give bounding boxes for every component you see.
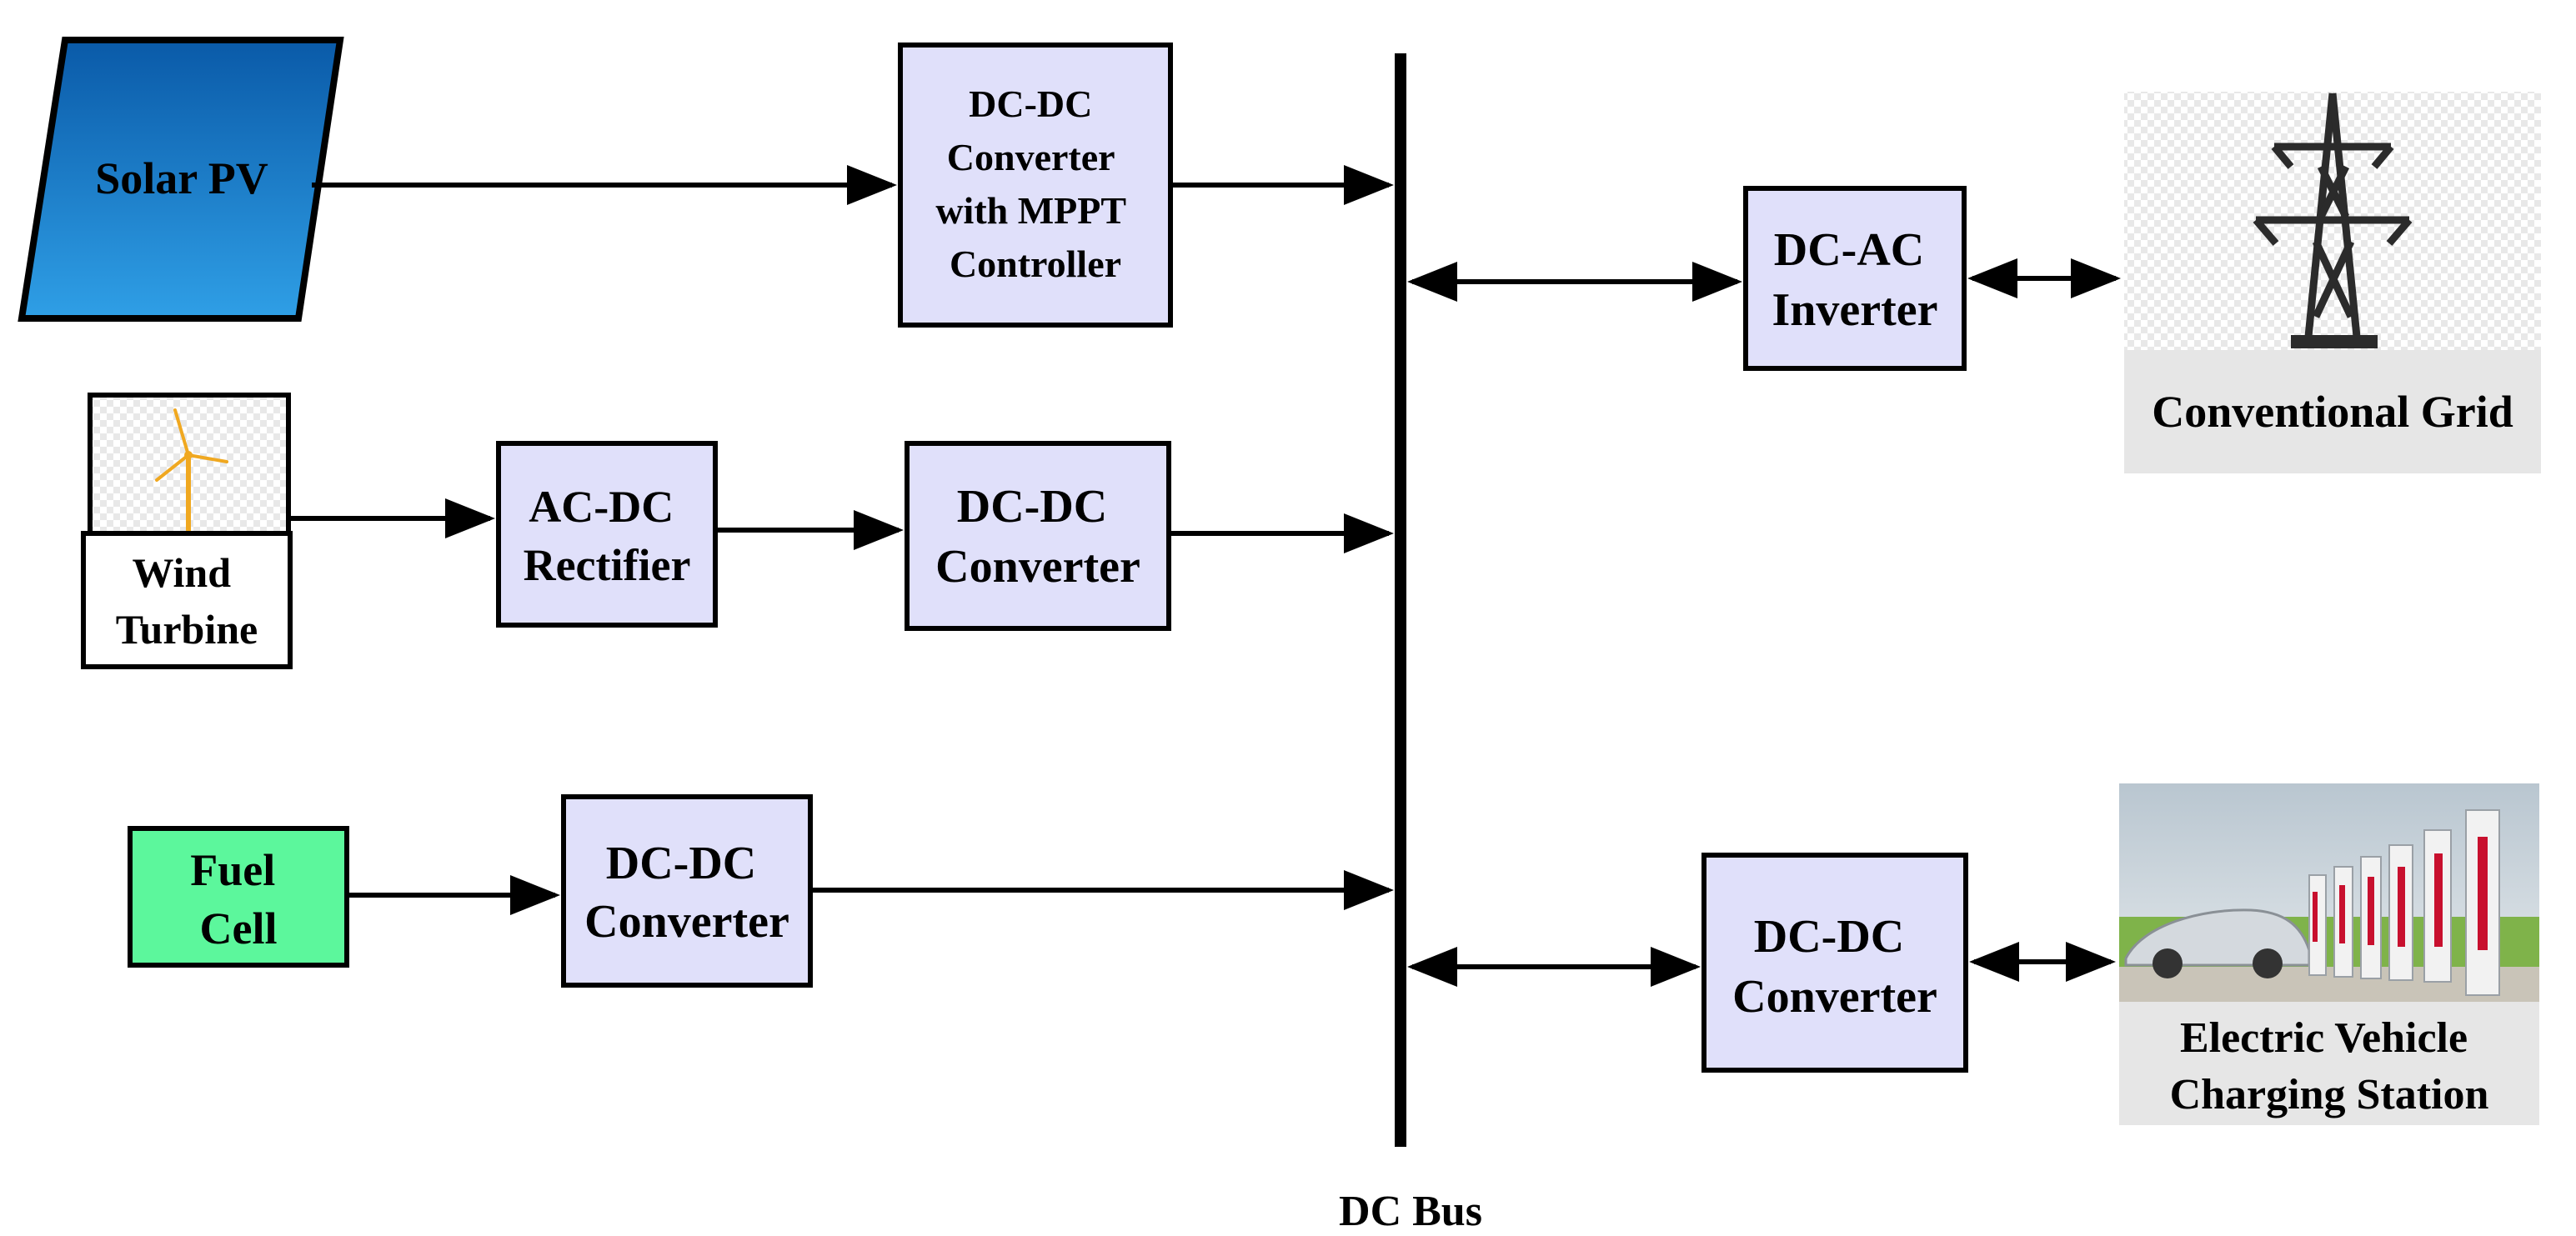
fuel-cell-source: Fuel Cell (128, 826, 349, 968)
wind-turbine-icon (155, 408, 228, 533)
solar-pv-label: Solar PV (95, 153, 268, 203)
ev-dc-dc-converter-block: DC-DC Converter (1701, 853, 1968, 1073)
solar-converter-line-3: with MPPT (935, 189, 1125, 232)
rectifier-line-1: AC-DC (529, 482, 674, 532)
wind-turbine-source: Wind Turbine (81, 393, 293, 669)
transmission-tower-icon (2253, 93, 2413, 348)
fuel-dc-dc-converter-block: DC-DC Converter (561, 794, 813, 988)
wind-converter-line-2: Converter (935, 541, 1140, 593)
svg-text:DC-DC Converter: DC-DC Converter (584, 838, 789, 948)
ac-dc-rectifier-block: AC-DC Rectifier (496, 441, 718, 628)
svg-text:Fuel Cell: Fuel Cell (190, 845, 287, 953)
svg-text:AC-DC Rectifier: AC-DC Rectifier (524, 482, 691, 590)
ev-station-label-2: Charging Station (2170, 1071, 2489, 1118)
svg-text:Electric Vehicle Chargin: Electric Vehicle Charging Station (2170, 1014, 2489, 1118)
wind-converter-line-1: DC-DC (957, 481, 1107, 533)
rectifier-line-2: Rectifier (524, 540, 691, 590)
fuel-cell-label-2: Cell (200, 903, 278, 953)
ev-charging-station-load: Electric Vehicle Charging Station (2119, 783, 2539, 1125)
svg-text:DC-DC Converter wi: DC-DC Converter with MPPT Controller (935, 83, 1135, 285)
ev-converter-line-2: Converter (1732, 971, 1937, 1023)
svg-text:DC-DC Converter: DC-DC Converter (935, 481, 1140, 593)
ev-charging-station-icon (2119, 783, 2539, 1002)
svg-text:DC-AC Inverter: DC-AC Inverter (1772, 224, 1937, 336)
wind-dc-dc-converter-block: DC-DC Converter (905, 441, 1171, 631)
fuel-converter-line-1: DC-DC (606, 838, 756, 889)
svg-text:Wind Turbine: Wind Turbine (116, 549, 258, 653)
solar-pv-source: Solar PV (18, 37, 344, 322)
solar-mppt-converter-block: DC-DC Converter with MPPT Controller (898, 43, 1173, 328)
ev-station-label-1: Electric Vehicle (2180, 1014, 2468, 1062)
inverter-line-2: Inverter (1772, 284, 1937, 336)
conventional-grid-load: Conventional Grid (2124, 92, 2541, 473)
solar-converter-line-1: DC-DC (969, 83, 1092, 125)
dc-bus-label: DC Bus (1339, 1188, 1482, 1235)
wind-turbine-label-1: Wind (132, 549, 231, 596)
connections (288, 165, 2121, 987)
svg-text:DC-DC Converter: DC-DC Converter (1732, 911, 1937, 1023)
ev-converter-line-1: DC-DC (1754, 911, 1904, 963)
inverter-line-1: DC-AC (1774, 224, 1924, 276)
fuel-converter-line-2: Converter (584, 896, 789, 948)
fuel-cell-label-1: Fuel (190, 845, 275, 895)
solar-converter-line-2: Converter (947, 136, 1115, 178)
wind-turbine-label-2: Turbine (116, 606, 258, 653)
conventional-grid-label: Conventional Grid (2152, 387, 2513, 437)
dc-ac-inverter-block: DC-AC Inverter (1743, 186, 1967, 371)
solar-converter-line-4: Controller (950, 243, 1121, 285)
